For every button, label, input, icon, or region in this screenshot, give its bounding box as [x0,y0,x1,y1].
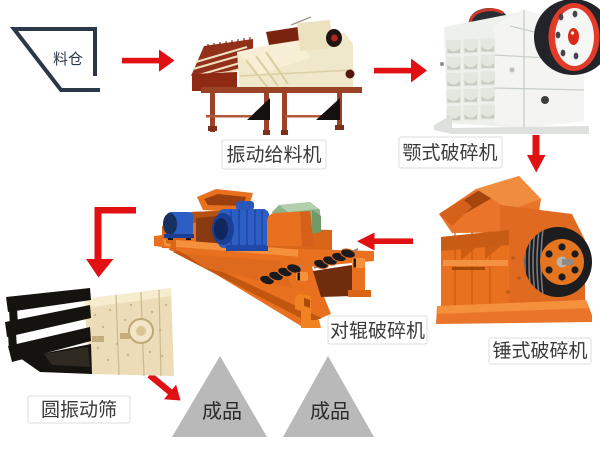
svg-text:颚式破碎机: 颚式破碎机 [402,142,497,164]
svg-text:成品: 成品 [310,400,350,423]
svg-text:振动给料机: 振动给料机 [226,144,321,166]
svg-text:圆振动筛: 圆振动筛 [41,399,117,421]
svg-text:对辊破碎机: 对辊破碎机 [330,320,425,342]
svg-text:成品: 成品 [202,400,242,423]
svg-text:锤式破碎机: 锤式破碎机 [492,340,587,362]
svg-text:料仓: 料仓 [53,51,83,68]
